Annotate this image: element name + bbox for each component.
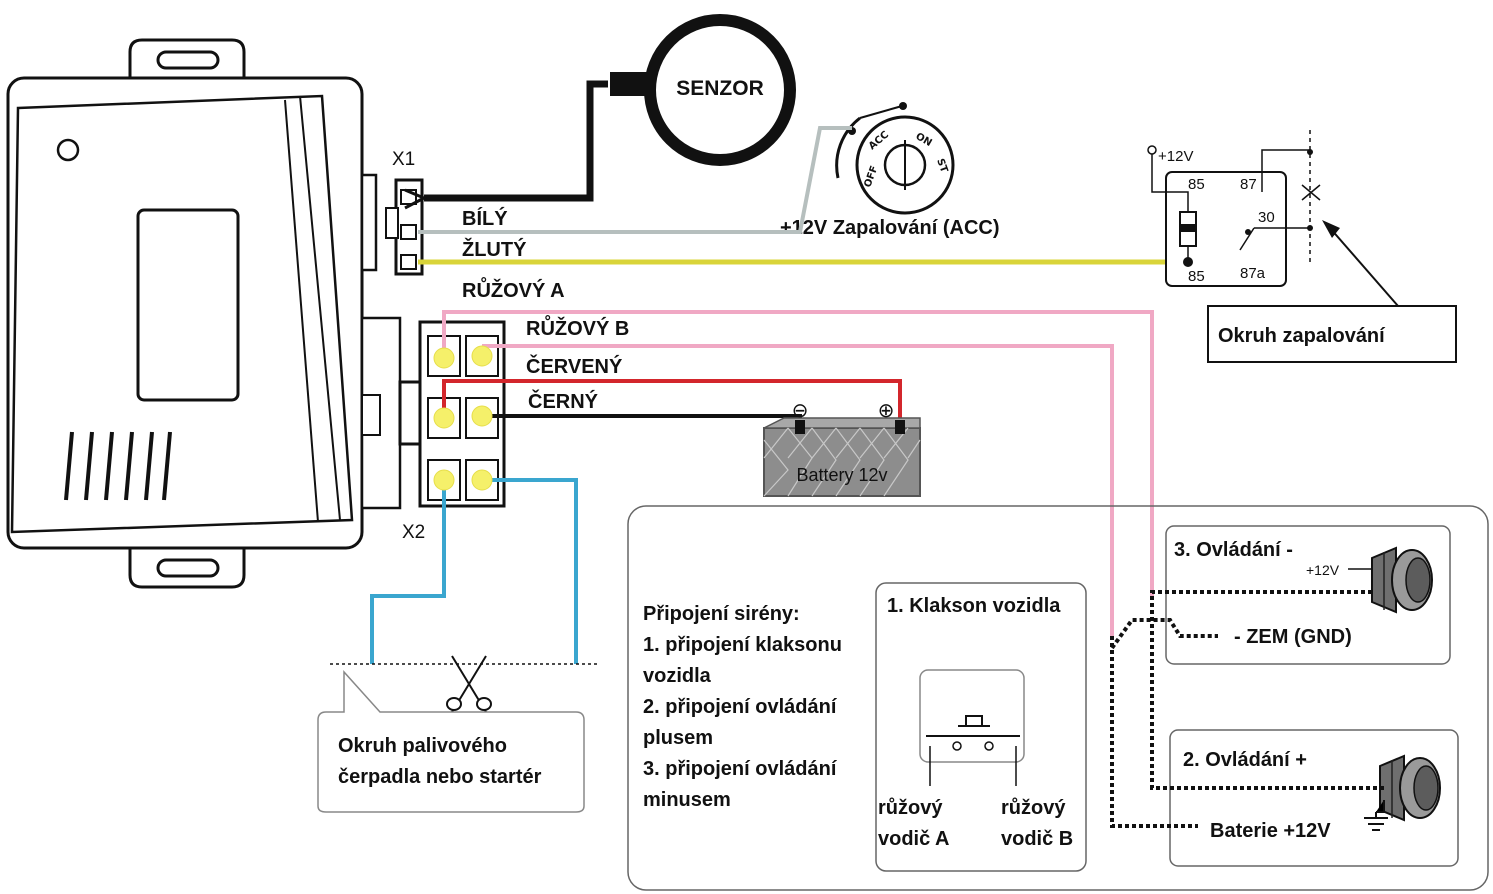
ignition-circuit-label: Okruh zapalování [1218, 325, 1386, 347]
black-label: ČERNÝ [528, 389, 599, 413]
white-wire-label: BÍLÝ [462, 206, 508, 230]
siren-icon [1379, 754, 1441, 822]
ignition-label: +12V Zapalování (ACC) [780, 217, 1000, 239]
siren-title: Připojení sirény: [643, 603, 800, 625]
relay [1147, 130, 1321, 287]
siren-line-1: 1. připojení klaksonu [643, 634, 842, 656]
horn-title: 1. Klakson vozidla [887, 595, 1061, 617]
siren-line-6: minusem [643, 789, 731, 811]
control-plus-battery: Baterie +12V [1210, 820, 1331, 842]
horn-wire-a-line2: vodič A [878, 828, 950, 850]
control-minus-plus12: +12V [1306, 562, 1340, 578]
battery-minus: ⊖ [792, 400, 809, 422]
siren-panel [627, 505, 1489, 891]
red-wire [442, 379, 902, 426]
relay-pin-85-bottom: 85 [1188, 268, 1205, 285]
relay-pin-30: 30 [1258, 209, 1275, 226]
fuel-pump-line1: Okruh palivového [338, 735, 507, 757]
blue-wire-b [482, 478, 578, 664]
horn-wire-b-line1: růžový [1001, 797, 1066, 819]
yellow-wire-label: ŽLUTÝ [462, 237, 527, 261]
pink-a-wire [442, 310, 1154, 598]
siren-line-3: 2. připojení ovládání [643, 696, 838, 718]
siren-dotted-wiring [1110, 590, 1384, 828]
siren-icon [1371, 546, 1433, 614]
siren-line-4: plusem [643, 727, 713, 749]
siren-line-5: 3. připojení ovládání [643, 758, 838, 780]
x2-label: X2 [402, 522, 425, 543]
control-minus-title: 3. Ovládání - [1174, 539, 1293, 561]
battery [763, 417, 921, 497]
control-minus-gnd: - ZEM (GND) [1234, 626, 1352, 648]
pink-b-label: RŮŽOVÝ B [526, 314, 629, 340]
x2-pins [433, 345, 493, 491]
blue-wire-a [370, 480, 446, 664]
fuel-pump-callout [317, 670, 585, 813]
ignition-circuit-box [1207, 305, 1457, 363]
white-wire [418, 126, 852, 234]
siren-line-2: vozidla [643, 665, 712, 687]
horn-wire-b-line2: vodič B [1001, 828, 1073, 850]
control-plus-title: 2. Ovládání + [1183, 749, 1307, 771]
key-pos-st: ST [934, 157, 949, 174]
x1-label: X1 [392, 149, 415, 170]
pink-a-label: RŮŽOVÝ A [462, 276, 565, 302]
pink-b-wire [482, 344, 1114, 636]
battery-plus: ⊕ [878, 400, 895, 422]
red-label: ČERVENÝ [526, 354, 623, 378]
x1-connector [385, 178, 424, 276]
sensor [404, 14, 796, 210]
ignition-switch: OFF ACC ON ST [835, 102, 955, 215]
relay-pin-87a: 87a [1240, 265, 1266, 282]
relay-supply-label: +12V [1158, 148, 1193, 165]
alarm-control-unit [6, 38, 402, 589]
fuel-pump-line2: čerpadla nebo startér [338, 766, 542, 788]
relay-pin-85-top: 85 [1188, 176, 1205, 193]
relay-pin-87: 87 [1240, 176, 1257, 193]
horn-button-icon [919, 669, 1025, 786]
black-wire [482, 414, 802, 426]
battery-label: Battery 12v [796, 465, 887, 485]
fuel-pump-circuit [330, 655, 598, 713]
horn-wire-a-line1: růžový [878, 797, 943, 819]
sensor-label: SENZOR [676, 77, 764, 100]
ground-icon [1364, 800, 1388, 831]
